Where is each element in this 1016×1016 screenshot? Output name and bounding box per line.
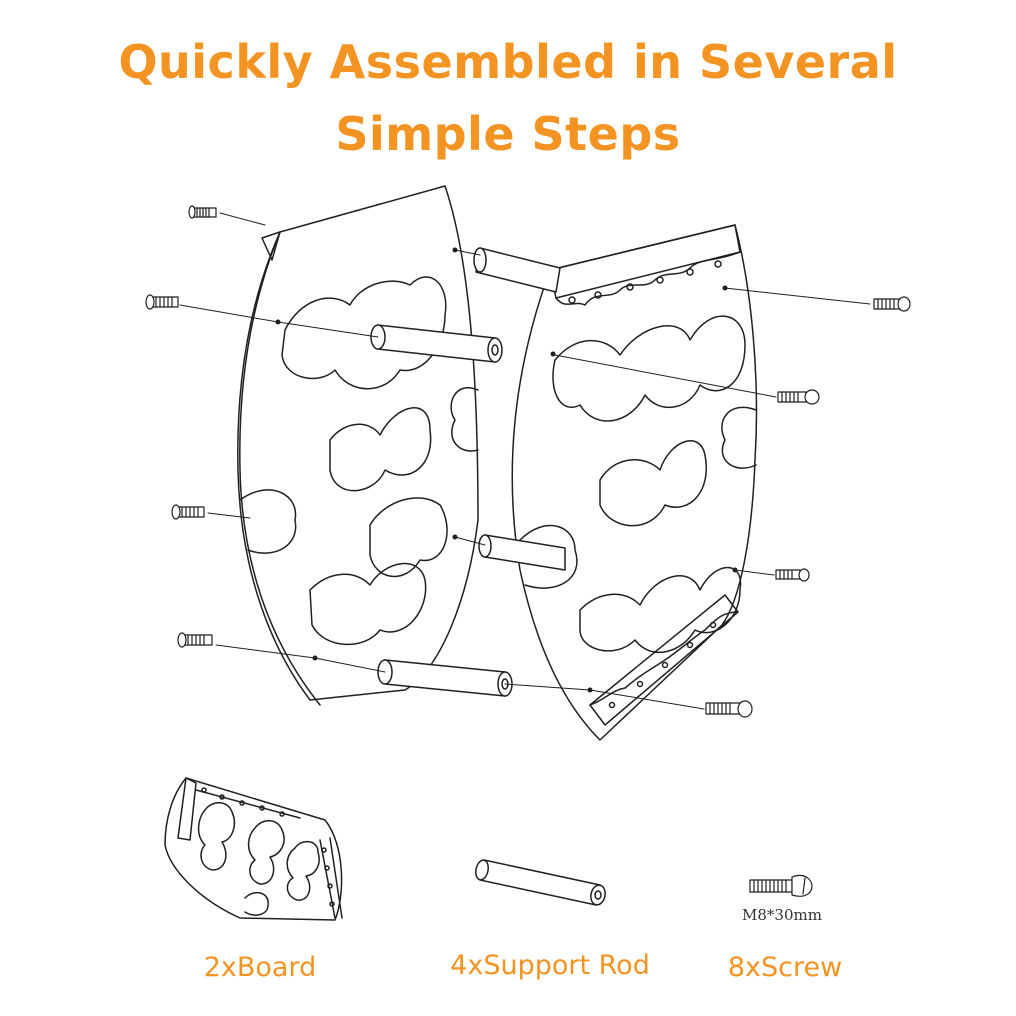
screw-left-4 [177,632,213,648]
screw-left-1 [188,205,217,219]
page-title: Quickly Assembled in Several Simple Step… [0,26,1016,170]
rod-label: 4xSupport Rod [450,950,650,981]
rod-top [473,247,561,293]
right-board [511,224,758,741]
board-label: 2xBoard [203,952,317,983]
rail-holes-top [568,260,722,304]
screw-left-2 [145,294,179,310]
left-board [237,185,479,706]
screw-part-icon [749,874,813,897]
board-part-icon [164,777,343,921]
screw-right-2 [777,389,820,405]
assembly-rods [370,247,566,697]
title-line-1: Quickly Assembled in Several [118,35,898,89]
guide-lines [179,212,871,710]
rod-lower [478,534,566,571]
screws-left [145,205,217,648]
rail-holes-bottom [608,621,717,709]
screw-label: 8xScrew [727,952,843,983]
rod-part-icon [475,859,606,906]
screws-right [705,296,911,718]
screw-right-4 [705,700,753,718]
rod-middle [370,324,503,363]
screw-spec-label: M8*30mm [742,906,822,924]
screw-right-3 [775,568,810,582]
screw-left-3 [171,504,205,520]
screw-right-1 [873,296,911,312]
title-line-2: Simple Steps [335,107,681,161]
hole-dots [275,247,738,693]
